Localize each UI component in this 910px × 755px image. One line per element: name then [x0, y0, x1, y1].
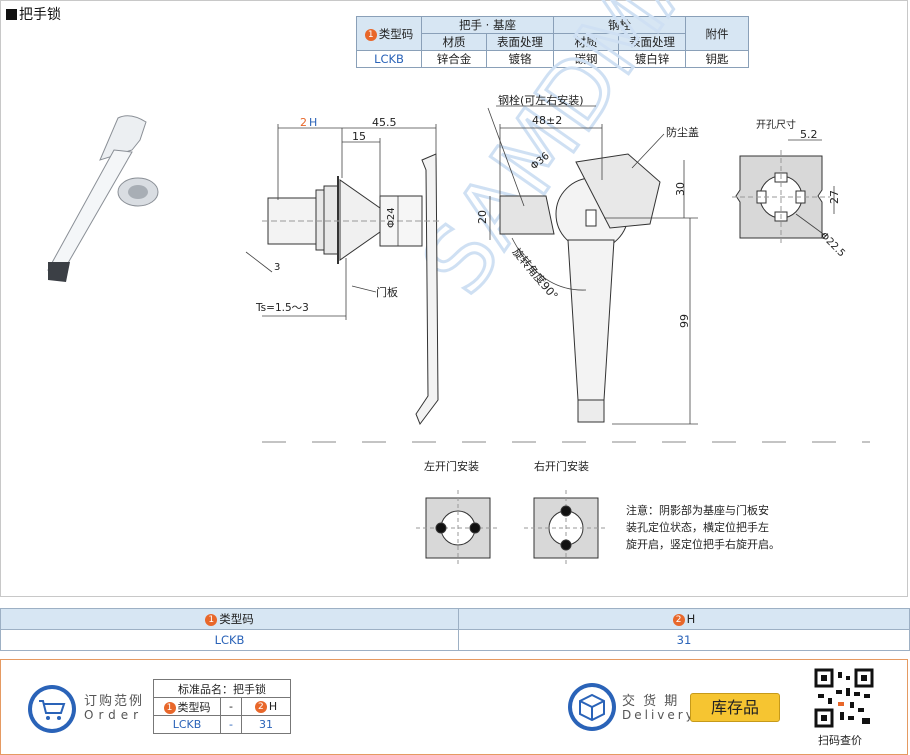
left-install-diagram — [416, 490, 500, 566]
cutout-view — [732, 139, 835, 246]
side-dimensions — [245, 124, 437, 320]
qr-code-icon[interactable] — [814, 668, 874, 728]
spec-val-handle-material: 锌合金 — [421, 50, 487, 68]
note-line-3: 旋开启，竖定位把手右旋开启。 — [626, 537, 780, 551]
label-bolt: 钢栓(可左右安装) — [498, 93, 584, 107]
spec-val-bolt-surface: 镀白锌 — [618, 50, 686, 68]
order-val-dash: - — [220, 715, 242, 734]
label-door-panel: 门板 — [376, 285, 398, 299]
delivery-title: 交 货 期 — [622, 694, 680, 709]
order-dash: - — [220, 697, 242, 716]
dim-45-5: 45.5 — [372, 116, 397, 129]
spec-sub-material: 材质 — [421, 33, 487, 51]
title-square-icon — [6, 8, 17, 20]
order-val-type: LCKB — [153, 715, 221, 734]
watermark: SAMDMA — [402, 0, 721, 313]
spec-val-bolt-material: 碳钢 — [553, 50, 619, 68]
sel-val-h: 31 — [458, 629, 910, 651]
dim-30: 30 — [674, 182, 687, 196]
drawing-frame — [0, 0, 908, 597]
side-view — [262, 153, 440, 426]
label-cutout: 开孔尺寸 — [756, 118, 796, 131]
label-rotation: 旋转角度90° — [510, 245, 562, 303]
spec-col-accessory: 附件 — [685, 16, 749, 51]
dim-ts: Ts=1.5～3 — [255, 302, 309, 314]
order-title: 订购范例 — [84, 694, 145, 709]
spec-sub-surface-2: 表面处理 — [618, 33, 686, 51]
order-std-name: 标准品名：把手锁 — [153, 679, 291, 698]
dim-99: 99 — [678, 314, 691, 328]
dim-5-2: 5.2 — [800, 128, 818, 141]
dim-48: 48±2 — [532, 114, 562, 127]
dim-phi22-5: Φ22.5 — [818, 230, 847, 259]
order-val-h: 31 — [241, 715, 291, 734]
right-install-diagram — [524, 490, 608, 566]
qr-caption: 扫码查价 — [818, 734, 862, 747]
spec-val-accessory: 钥匙 — [685, 50, 749, 68]
note-line-2: 装孔定位状态，横定位把手左 — [626, 520, 769, 534]
label-dust-cover: 防尘盖 — [666, 125, 699, 139]
product-photo — [47, 115, 159, 282]
stock-button[interactable]: 库存品 — [690, 693, 780, 722]
dim-15: 15 — [352, 130, 366, 143]
order-subtitle: Order — [84, 708, 144, 722]
spec-sub-material-2: 材质 — [553, 33, 619, 51]
page-title: 把手锁 — [6, 4, 61, 24]
label-right-install: 右开门安装 — [534, 459, 589, 473]
dim-27: 27 — [828, 190, 841, 204]
spec-val-type: LCKB — [356, 50, 422, 68]
spec-val-handle-surface: 镀铬 — [486, 50, 554, 68]
delivery-subtitle: Delivery — [622, 708, 696, 722]
dim-20: 20 — [476, 210, 489, 224]
spec-group-handle: 把手 · 基座 — [421, 16, 554, 34]
dim-3: 3 — [274, 262, 280, 273]
note-line-1: 注意：阴影部为基座与门板安 — [626, 503, 769, 517]
front-dimensions — [487, 105, 698, 425]
dim-phi24: Φ24 — [386, 207, 397, 228]
delivery-box-icon — [568, 683, 616, 731]
sel-val-type: LCKB — [0, 629, 459, 651]
label-left-install: 左开门安装 — [424, 459, 479, 473]
cart-icon — [28, 685, 76, 733]
front-view — [499, 153, 661, 423]
